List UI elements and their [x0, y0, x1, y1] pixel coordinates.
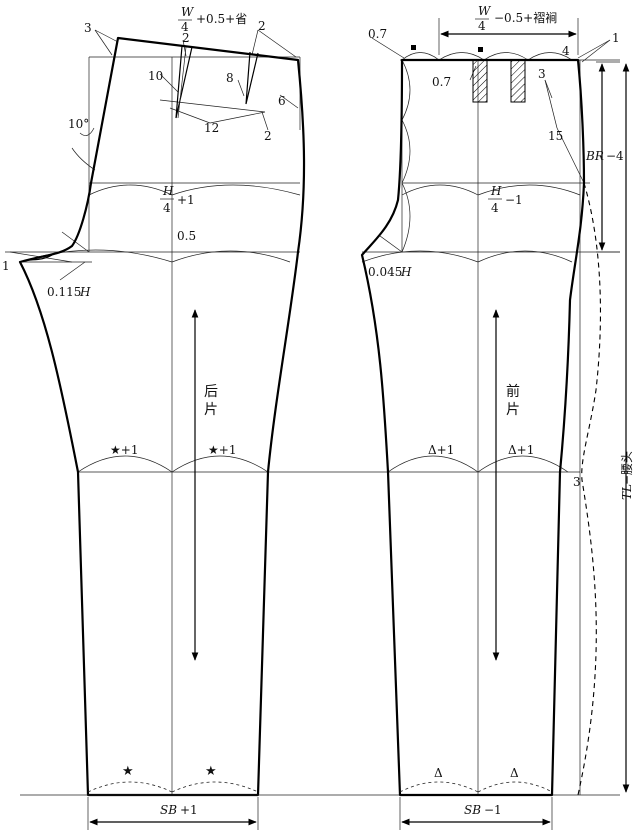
front-rise-var: BR	[585, 149, 604, 163]
back-title-1: 后	[204, 384, 218, 400]
back-dart-2b: 2	[258, 19, 266, 33]
back-crotch-coef: 0.115	[47, 285, 81, 299]
back-title-2: 片	[204, 402, 218, 418]
back-dart-right	[245, 51, 259, 105]
back-side-6: 6	[278, 94, 286, 108]
back-outline	[18, 36, 306, 797]
front-dim-15: 15	[548, 129, 563, 143]
back-waist-den: 4	[181, 20, 189, 34]
back-angle: 10°	[68, 117, 89, 131]
front-outline	[360, 58, 586, 797]
back-hem-right: ★	[205, 764, 217, 779]
front-waist-rest: −0.5+褶裥	[494, 10, 557, 25]
back-dim-12: 12	[204, 121, 219, 135]
back-waist-rest: +0.5+省	[196, 12, 247, 26]
back-knee-right: ★+1	[208, 443, 236, 457]
front-hip-rest: −1	[505, 193, 523, 207]
front-knee-3: 3	[573, 475, 581, 489]
front-title-2: 片	[506, 402, 520, 418]
front-pleat-07: 0.7	[432, 75, 451, 89]
front-corner-07: 0.7	[368, 27, 387, 41]
front-length-var: TL	[620, 484, 634, 500]
back-dim-2: 2	[264, 129, 272, 143]
back-dart-10: 10	[148, 69, 163, 83]
front-side-seam-guide	[577, 182, 601, 796]
front-pleat-right	[510, 59, 526, 103]
front-marker-square-1	[411, 45, 416, 50]
back-crotch-1: 1	[2, 259, 10, 273]
back-dart-8: 8	[226, 71, 234, 85]
front-hem-right: Δ	[510, 766, 519, 780]
back-knee-left: ★+1	[110, 443, 138, 457]
front-hem-var: SB	[464, 803, 481, 817]
front-rise-rest: −4	[606, 149, 624, 163]
front-title-1: 前	[506, 383, 520, 400]
back-hip-den: 4	[163, 201, 171, 215]
front-piece: W 4 −0.5+褶裥 0.7 0.7 4 1 3 15 BR −4 H 4 −…	[360, 4, 634, 830]
back-waist-num: W	[181, 5, 195, 19]
front-side-4: 4	[562, 44, 570, 58]
front-length-rest: −腰头	[620, 451, 634, 485]
back-piece: W 4 +0.5+省 3 2 2 10 8 10° 12 2 6 H 4 +1 …	[2, 5, 620, 830]
back-hem-rest: +1	[180, 803, 198, 817]
front-hip-den: 4	[491, 201, 499, 215]
front-pleat-left	[472, 59, 488, 103]
front-hem-rest: −1	[484, 803, 502, 817]
back-hem-left: ★	[122, 764, 134, 779]
back-crotch-05: 0.5	[177, 229, 196, 243]
back-hip-num: H	[162, 184, 174, 198]
front-crotch-coef: 0.045	[368, 265, 402, 279]
front-knee-left: Δ+1	[428, 443, 454, 457]
back-dart-left	[175, 45, 193, 119]
front-hip-num: H	[490, 184, 502, 198]
back-hem-var: SB	[160, 803, 177, 817]
front-waist-den: 4	[478, 19, 486, 33]
front-hem-left: Δ	[434, 766, 443, 780]
back-construction-lines	[5, 29, 580, 795]
back-corner-3: 3	[84, 21, 92, 35]
back-dart-2: 2	[182, 31, 190, 45]
front-marker-square-2	[478, 47, 483, 52]
front-waist-num: W	[478, 4, 492, 18]
front-side-3: 3	[538, 67, 546, 81]
front-side-1: 1	[612, 31, 620, 45]
front-knee-right: Δ+1	[508, 443, 534, 457]
front-crotch-var: H	[400, 265, 412, 279]
back-hip-rest: +1	[177, 193, 195, 207]
back-crotch-var: H	[79, 285, 91, 299]
